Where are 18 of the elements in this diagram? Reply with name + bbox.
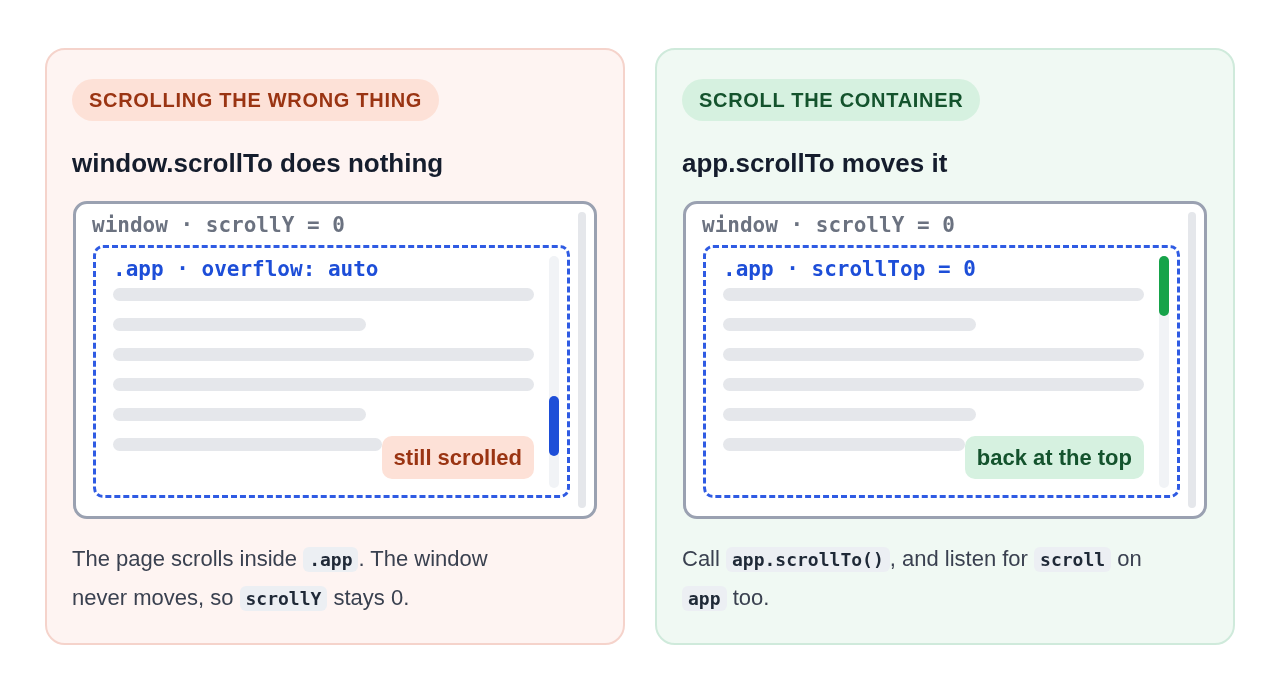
result-tag: still scrolled	[381, 436, 534, 479]
browser-window-frame	[73, 201, 597, 519]
card-heading: window.scrollTo does nothing	[72, 147, 444, 179]
window-status-label: window · scrollY = 0	[702, 212, 955, 239]
result-tag: back at the top	[964, 436, 1144, 479]
scroll-container-frame	[703, 245, 1180, 498]
container-status-label: .app · scrollTop = 0	[723, 256, 976, 283]
container-status-label: .app · overflow: auto	[113, 256, 379, 283]
card-description: Call app.scrollTo(), and listen for scroll on app too.	[682, 545, 1143, 613]
category-tag: SCROLL THE CONTAINER	[682, 79, 981, 121]
card-heading: app.scrollTo moves it	[682, 147, 948, 179]
comparison-card	[655, 48, 1235, 645]
category-tag: SCROLLING THE WRONG THING	[72, 79, 440, 121]
comparison-card	[45, 48, 625, 645]
browser-window-frame	[683, 201, 1207, 519]
window-status-label: window · scrollY = 0	[92, 212, 345, 239]
scroll-container-frame	[93, 245, 570, 498]
card-description: The page scrolls inside .app. The window never moves, so scrollY stays 0.	[72, 545, 489, 613]
